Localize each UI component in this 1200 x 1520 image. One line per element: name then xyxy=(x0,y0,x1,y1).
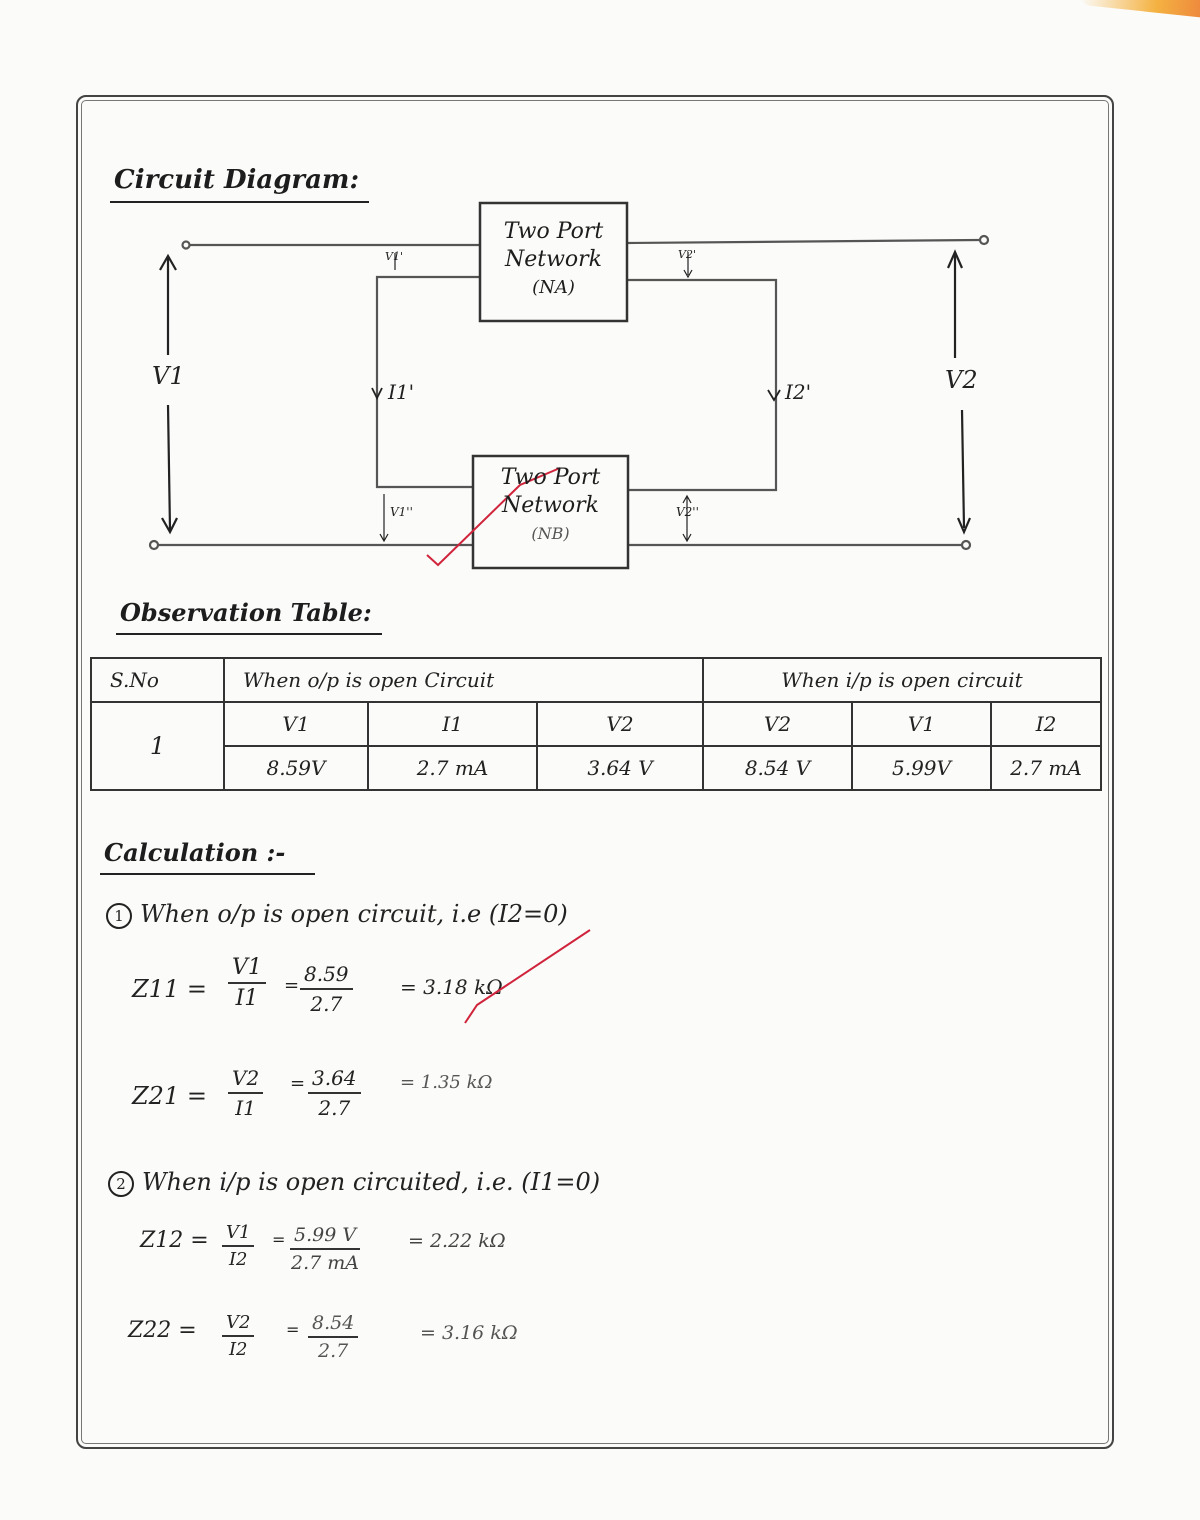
z12-value-num: 5.99 V xyxy=(290,1224,361,1250)
col-v1-b: V1 xyxy=(851,701,992,747)
z12-fraction: V1 I2 xyxy=(222,1222,255,1270)
table-row: 8.59V 2.7 mA 3.64 V 8.54 V 5.99V 2.7 mA xyxy=(91,745,1102,791)
case1-title-text: When o/p is open circuit, i.e (I2=0) xyxy=(140,900,568,928)
z21-lhs: Z21 = xyxy=(132,1082,207,1110)
v2-prime-label: V2' xyxy=(678,248,696,261)
z22-value-fraction: 8.54 2.7 xyxy=(308,1312,359,1362)
z21-value-den: 2.7 xyxy=(318,1096,351,1120)
z12-lhs: Z12 = xyxy=(140,1228,209,1253)
z12-num: V1 xyxy=(222,1222,255,1247)
network-b-line1: Two Port xyxy=(500,465,601,490)
observation-table-heading: Observation Table: xyxy=(116,598,382,635)
circuit-diagram-heading: Circuit Diagram: xyxy=(110,165,370,203)
v1-double-prime-label: V1'' xyxy=(390,505,413,519)
z11-den: I1 xyxy=(235,986,259,1011)
z11-lhs: Z11 = xyxy=(132,975,207,1003)
v1-label: V1 xyxy=(152,362,185,390)
group1-header: When o/p is open Circuit xyxy=(223,657,704,703)
cell-v2: 3.64 V xyxy=(536,745,704,791)
network-b-line3: (NB) xyxy=(531,524,570,543)
col-v2: V2 xyxy=(536,701,704,747)
z22-result: = 3.16 kΩ xyxy=(420,1322,518,1344)
network-b-label: Two Port Network (NB) xyxy=(473,464,628,548)
network-b-box xyxy=(471,454,630,570)
z22-value-den: 2.7 xyxy=(318,1340,349,1362)
case1-title: 1 When o/p is open circuit, i.e (I2=0) xyxy=(106,900,568,929)
calculation-heading: Calculation :- xyxy=(100,838,316,875)
z11-num: V1 xyxy=(228,955,266,984)
cell-i2: 2.7 mA xyxy=(990,745,1102,791)
z22-lhs: Z22 = xyxy=(128,1318,197,1343)
i2-prime-label: I2' xyxy=(785,380,812,404)
z11-value-fraction: 8.59 2.7 xyxy=(300,962,353,1016)
col-v2-b: V2 xyxy=(702,701,853,747)
v2-double-prime-label: V2'' xyxy=(676,505,699,519)
col-i1: I1 xyxy=(367,701,538,747)
cell-v1-b: 5.99V xyxy=(851,745,992,791)
network-b-line2: Network xyxy=(501,493,600,518)
z11-eq: = xyxy=(284,975,300,996)
z11-result: = 3.18 kΩ xyxy=(400,975,503,999)
case2-number: 2 xyxy=(108,1170,134,1197)
network-a-line2: Network xyxy=(504,247,603,272)
v2-label: V2 xyxy=(945,366,978,394)
sno-cell: 1 xyxy=(90,701,225,791)
z21-fraction: V2 I1 xyxy=(228,1066,264,1120)
cell-v1: 8.59V xyxy=(223,745,369,791)
z12-value-fraction: 5.99 V 2.7 mA xyxy=(290,1224,361,1274)
check-mark-icon xyxy=(426,467,561,567)
z21-den: I1 xyxy=(235,1096,256,1120)
z11-fraction: V1 I1 xyxy=(228,955,266,1011)
z22-num: V2 xyxy=(222,1312,255,1337)
col-v1: V1 xyxy=(223,701,369,747)
i1-prime-label: I1' xyxy=(388,380,415,404)
cell-i1: 2.7 mA xyxy=(367,745,538,791)
z21-eq: = xyxy=(290,1073,306,1094)
z21-num: V2 xyxy=(228,1066,264,1094)
z12-eq: = xyxy=(272,1230,286,1249)
z21-value-num: 3.64 xyxy=(308,1066,361,1094)
table-header-row: S.No When o/p is open Circuit When i/p i… xyxy=(90,657,1102,703)
col-i2: I2 xyxy=(990,701,1102,747)
z22-den: I2 xyxy=(228,1339,248,1360)
z21-result: = 1.35 kΩ xyxy=(400,1072,493,1093)
z22-fraction: V2 I2 xyxy=(222,1312,255,1360)
sno-header: S.No xyxy=(90,657,225,703)
check-mark-icon xyxy=(464,929,591,1024)
v1-prime-label: V1' xyxy=(385,250,403,263)
case1-number: 1 xyxy=(106,902,132,929)
z11-value-den: 2.7 xyxy=(310,992,343,1016)
observation-table: S.No When o/p is open Circuit When i/p i… xyxy=(90,657,1102,791)
network-a-line1: Two Port xyxy=(503,219,604,244)
z22-eq: = xyxy=(286,1320,300,1339)
z11-value-num: 8.59 xyxy=(300,962,353,990)
cell-v2-b: 8.54 V xyxy=(702,745,853,791)
network-a-box xyxy=(478,201,629,323)
page-border xyxy=(76,95,1114,1449)
z12-value-den: 2.7 mA xyxy=(291,1252,360,1274)
column-header-row: 1 V1 I1 V2 V2 V1 I2 xyxy=(90,701,1102,791)
circuit-diagram xyxy=(148,201,990,570)
z12-den: I2 xyxy=(228,1249,248,1270)
case2-title: 2 When i/p is open circuited, i.e. (I1=0) xyxy=(108,1168,600,1197)
network-a-line3: (NA) xyxy=(532,277,575,298)
z22-value-num: 8.54 xyxy=(308,1312,359,1338)
network-a-label: Two Port Network (NA) xyxy=(480,218,627,302)
z21-value-fraction: 3.64 2.7 xyxy=(308,1066,361,1120)
z12-result: = 2.22 kΩ xyxy=(408,1230,506,1252)
group2-header: When i/p is open circuit xyxy=(702,657,1102,703)
case2-title-text: When i/p is open circuited, i.e. (I1=0) xyxy=(142,1168,601,1196)
